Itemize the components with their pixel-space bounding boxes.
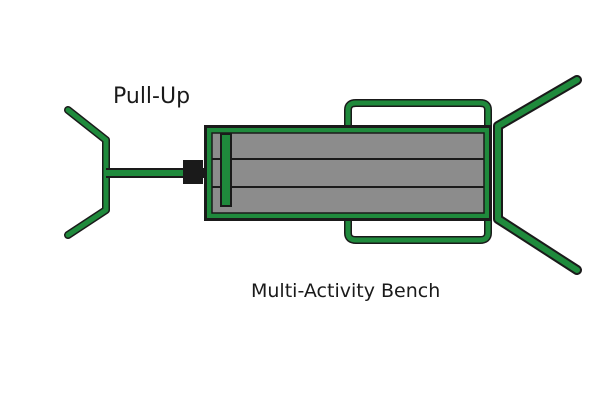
bench-bottom-rail-outline bbox=[344, 219, 492, 244]
bench-end-frame bbox=[493, 75, 582, 275]
bench-pad bbox=[211, 132, 485, 214]
bench-handle bbox=[222, 135, 230, 205]
bench-end-frame-bar bbox=[495, 77, 580, 273]
bench-label: Multi-Activity Bench bbox=[251, 280, 441, 302]
pull-up-frame bbox=[64, 106, 110, 239]
bench-body bbox=[204, 125, 492, 221]
bench-top-rail bbox=[345, 100, 491, 126]
bench-top-rail-outline bbox=[344, 99, 492, 126]
bench-rails bbox=[344, 99, 492, 244]
bench-bottom-rail bbox=[345, 219, 491, 243]
pull-up-label: Pull-Up bbox=[113, 84, 191, 109]
connector-block bbox=[183, 160, 203, 184]
pull-up-bar bbox=[106, 168, 186, 178]
pull-up-bar-fill bbox=[106, 170, 186, 176]
